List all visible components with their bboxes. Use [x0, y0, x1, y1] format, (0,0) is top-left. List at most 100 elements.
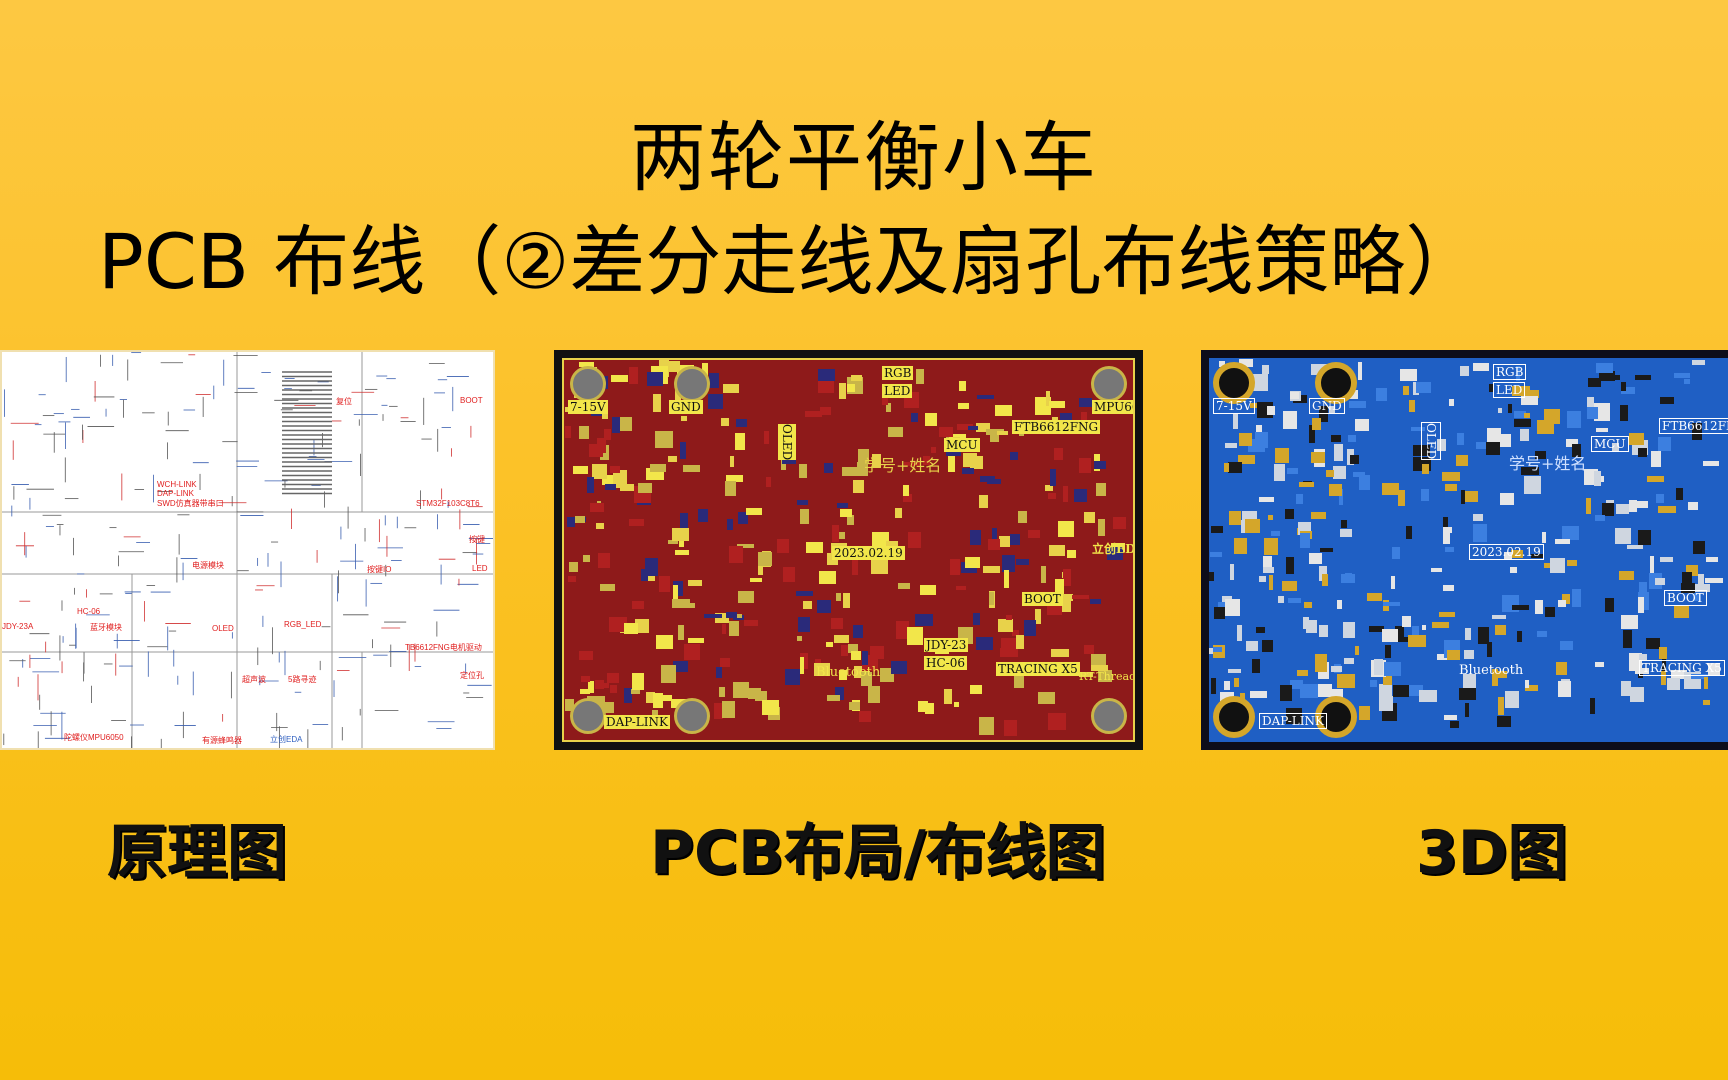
component-pad [725, 481, 737, 496]
component-pad [1566, 560, 1577, 567]
component-pad [1010, 451, 1018, 461]
component-pad [1369, 679, 1378, 688]
component-pad [784, 669, 800, 686]
component-pad [1319, 625, 1328, 637]
component-pad [1228, 668, 1241, 673]
component-pad [606, 672, 620, 684]
component-pad [1228, 510, 1241, 526]
component-pad [1694, 592, 1701, 601]
component-pad [797, 499, 808, 506]
component-pad [1661, 658, 1667, 673]
component-pad [1303, 616, 1309, 629]
pcb-label: TRACING X5 [996, 662, 1080, 676]
component-pad [1282, 411, 1297, 429]
component-pad [681, 416, 688, 421]
component-pad [578, 650, 594, 661]
component-pad [1487, 642, 1493, 657]
component-pad [1072, 595, 1090, 600]
component-pad [631, 689, 640, 694]
component-pad [1408, 634, 1426, 647]
component-pad [1211, 678, 1216, 694]
component-pad [1256, 627, 1266, 633]
schem-label: 按键IO [367, 565, 392, 574]
component-pad [1543, 409, 1561, 424]
component-pad [1586, 497, 1591, 514]
component-pad [1660, 397, 1675, 404]
component-pad [1300, 684, 1318, 698]
mounting-hole [1213, 362, 1255, 404]
component-pad [1285, 708, 1302, 724]
component-pad [1521, 467, 1540, 476]
pcb-label: DAP-LINK [604, 715, 670, 729]
component-pad [595, 679, 605, 690]
component-pad [1458, 688, 1477, 700]
component-pad [645, 468, 664, 480]
component-pad [1660, 671, 1666, 685]
component-pad [1001, 638, 1017, 654]
component-pad [1632, 500, 1648, 508]
component-pad [588, 680, 595, 693]
component-pad [1054, 448, 1063, 461]
component-pad [1530, 553, 1544, 559]
component-pad [1504, 691, 1520, 708]
component-pad [1598, 370, 1616, 381]
component-pad [843, 593, 850, 609]
component-pad [1015, 558, 1030, 565]
component-pad [1667, 678, 1680, 690]
component-pad [1408, 400, 1416, 412]
3d-label: FTB6612FNG [1659, 418, 1728, 434]
component-pad [890, 661, 908, 674]
component-pad [1691, 360, 1706, 365]
component-pad [1486, 442, 1500, 455]
component-pad [1565, 438, 1578, 447]
component-pad [1319, 406, 1329, 423]
component-pad [1681, 572, 1693, 590]
component-pad [1442, 527, 1451, 545]
component-pad [973, 612, 981, 625]
component-pad [802, 600, 812, 610]
component-pad [1675, 487, 1684, 500]
component-pad [888, 426, 903, 438]
component-pad [852, 624, 864, 639]
component-pad [761, 700, 780, 716]
component-pad [1258, 576, 1266, 582]
schem-label: RGB_LED [284, 620, 322, 629]
component-pad [819, 406, 832, 415]
component-pad [1367, 592, 1383, 601]
component-pad [1237, 455, 1255, 465]
schem-label: 陀螺仪MPU6050 [64, 733, 124, 742]
component-pad [857, 449, 869, 465]
caption-schematic: 原理图 [107, 818, 287, 888]
component-pad [1234, 537, 1247, 555]
component-pad [1655, 578, 1666, 586]
component-pad [920, 584, 936, 595]
component-pad [1398, 489, 1406, 506]
component-pad [1561, 526, 1579, 540]
component-pad [1637, 530, 1652, 546]
component-pad [720, 657, 730, 668]
component-pad [885, 540, 898, 546]
component-pad [850, 374, 863, 382]
component-pad [721, 624, 727, 635]
component-pad [1690, 673, 1708, 680]
component-pad [1431, 621, 1449, 628]
component-pad [1211, 525, 1224, 533]
component-pad [1306, 619, 1317, 633]
pcb-label: JDY-23 [924, 638, 969, 652]
component-pad [1309, 552, 1322, 564]
component-pad [1218, 360, 1226, 367]
component-pad [735, 432, 745, 451]
component-pad [655, 634, 673, 649]
component-pad [579, 426, 590, 440]
component-pad [817, 381, 835, 393]
component-pad [680, 441, 687, 459]
pcb-label: RGB [882, 366, 914, 380]
component-pad [1355, 418, 1369, 432]
component-pad [1497, 407, 1502, 413]
component-pad [632, 600, 645, 609]
component-pad [1329, 406, 1335, 415]
component-pad [1262, 640, 1274, 653]
component-pad [1344, 657, 1354, 664]
component-pad [725, 475, 743, 482]
component-pad [1342, 621, 1355, 638]
